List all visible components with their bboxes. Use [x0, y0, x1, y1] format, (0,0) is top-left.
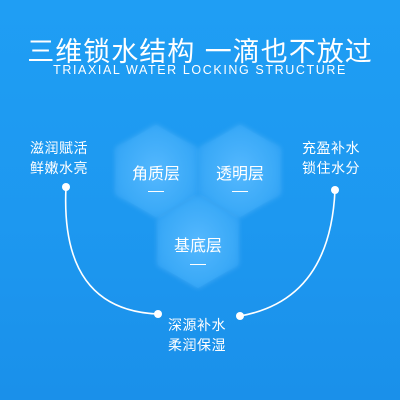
benefit-right: 充盈补水 锁住水分 — [302, 139, 360, 179]
headline-english: TRIAXIAL WATER LOCKING STRUCTURE — [53, 63, 347, 77]
layer-divider — [190, 264, 206, 265]
benefit-line: 柔润保湿 — [168, 338, 226, 354]
layer-label: 透明层 — [215, 164, 264, 183]
benefit-bottom: 深源补水 柔润保湿 — [168, 316, 226, 356]
arc-node-right — [331, 186, 339, 194]
arc-left-segment — [64, 186, 159, 315]
layer-divider — [232, 191, 248, 192]
benefit-left: 滋润赋活 鲜嫩水亮 — [30, 139, 88, 179]
benefit-line: 锁住水分 — [302, 161, 360, 177]
benefit-line: 滋润赋活 — [30, 141, 88, 157]
headline: 三维锁水结构 一滴也不放过 — [27, 37, 373, 68]
benefit-line: 深源补水 — [168, 318, 226, 334]
hexagon-bottom — [158, 196, 238, 288]
layer-label: 角质层 — [131, 164, 180, 183]
arc-node-bottom-right — [236, 312, 244, 320]
benefit-line: 充盈补水 — [302, 141, 360, 157]
benefit-line: 鲜嫩水亮 — [30, 161, 88, 177]
arc-right-segment — [239, 189, 336, 317]
layer-divider — [148, 191, 164, 192]
hexagon-top-left — [116, 125, 196, 217]
layer-label: 基底层 — [173, 236, 222, 255]
arc-node-bottom-left — [154, 310, 162, 318]
hexagon-top-right — [200, 125, 280, 217]
arc-node-left — [62, 183, 70, 191]
